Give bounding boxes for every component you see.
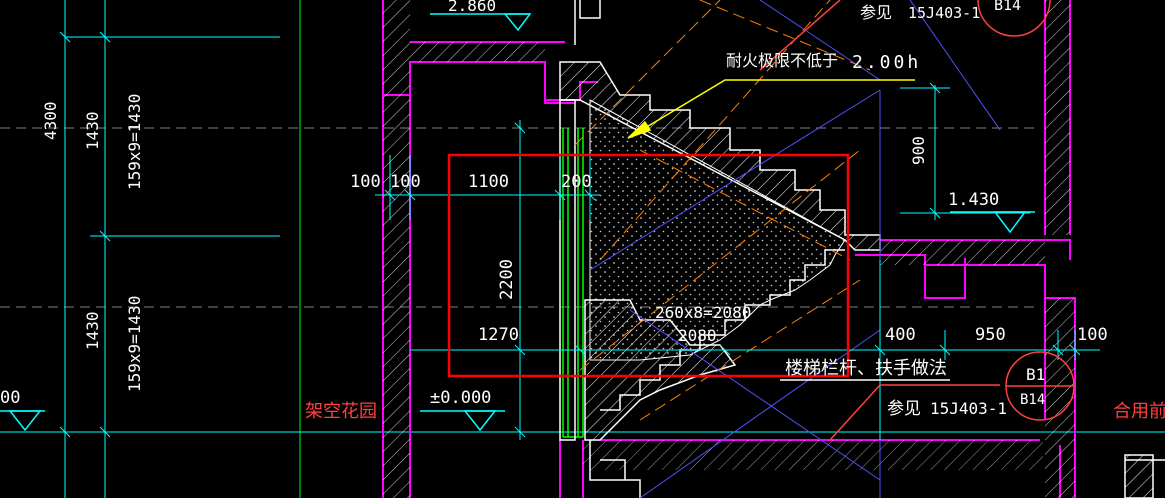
wall-hatch	[383, 0, 1075, 498]
fire-value: 2.00h	[852, 52, 921, 73]
dim-400: 400	[885, 325, 916, 345]
elev-top: 2.860	[448, 0, 496, 15]
dim-900: 900	[909, 136, 928, 165]
handrail-lines	[562, 128, 584, 438]
elev-1430: 1.430	[948, 190, 999, 210]
dim-950: 950	[975, 325, 1006, 345]
tag-b14: B14	[1020, 392, 1045, 408]
tag-top: B14	[994, 0, 1021, 14]
leader-lines	[627, 0, 1000, 441]
highlight-box	[447, 153, 850, 378]
ref-bottom: 参见	[887, 399, 921, 419]
ref-bottom-code: 15J403-1	[930, 399, 1007, 418]
dim-100-b: 100	[390, 172, 421, 192]
dim-159x9-bottom: 159x9=1430	[125, 296, 144, 392]
stair-column	[559, 99, 576, 441]
dim-260x8: 260x8=2080	[655, 303, 751, 322]
tag-circles	[977, 0, 1075, 421]
lobby-label: 合用前室	[1113, 401, 1165, 422]
dim-1430-top: 1430	[83, 111, 102, 150]
right-dimension-lines	[410, 82, 1100, 440]
elevation-markers	[0, 13, 1035, 432]
elev-zero: ±0.000	[430, 388, 491, 408]
fire-note: 耐火极限不低于	[726, 51, 838, 70]
dim-159x9-top: 159x9=1430	[125, 94, 144, 190]
elev-left: 00	[0, 388, 20, 408]
garden-label: 架空花园	[305, 401, 377, 422]
dim-4300: 4300	[41, 101, 60, 140]
dim-1430-bottom: 1430	[83, 311, 102, 350]
dim-1100: 1100	[468, 172, 509, 192]
tag-b1: B1	[1026, 365, 1045, 384]
ref-top: 参见	[860, 3, 892, 22]
dim-200: 200	[561, 172, 592, 192]
stair-steps	[574, 0, 1165, 498]
dim-100-right: 100	[1077, 325, 1108, 345]
dim-2200: 2200	[497, 259, 517, 300]
ref-top-code: 15J403-1	[908, 4, 980, 22]
railing-note: 楼梯栏杆、扶手做法	[785, 358, 947, 379]
dim-2080: 2080	[678, 326, 717, 345]
inner-dimension-lines	[375, 120, 731, 440]
dim-100-a: 100	[350, 172, 381, 192]
dim-1270: 1270	[478, 325, 519, 345]
